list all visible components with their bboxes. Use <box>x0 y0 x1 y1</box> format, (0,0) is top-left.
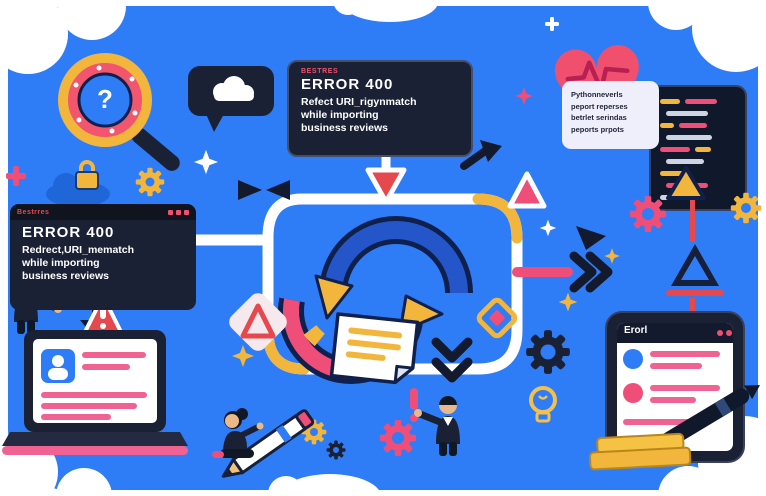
down-chevron-icon <box>431 337 473 363</box>
speech-bubble-icon <box>188 66 274 132</box>
tablet-illustration <box>588 311 761 471</box>
businessman-right-illustration <box>414 396 460 456</box>
woman-pencil-illustration <box>212 408 315 478</box>
warning-triangle-icon <box>507 171 547 209</box>
right-chevron-icon <box>569 251 597 293</box>
plus-icon <box>545 17 559 31</box>
books-icon <box>588 432 692 471</box>
exclamation-icon <box>410 388 418 422</box>
diamond-outline-icon <box>476 297 518 339</box>
kite-marker-icon <box>576 226 606 250</box>
warning-triangle-icon <box>365 167 407 205</box>
laptop-illustration <box>2 330 188 455</box>
warning-markers <box>229 167 547 351</box>
cloud-lock-icon <box>46 160 110 207</box>
ne-arrow-icon <box>460 145 492 170</box>
up-triangle-icon <box>681 256 709 280</box>
up-arrow-icon <box>666 166 706 200</box>
down-chevron-icon <box>431 357 473 383</box>
pencil-icon <box>221 409 315 478</box>
gears-decoration <box>135 167 762 460</box>
sparkle-decorations <box>6 17 620 367</box>
warning-triangle-icon <box>240 303 276 339</box>
paper-document-icon <box>329 312 420 385</box>
right-flow-column <box>666 166 724 314</box>
magnifier-icon <box>58 53 180 171</box>
bowtie-marker-icon <box>238 180 262 200</box>
bowtie-marker-icon <box>266 180 290 200</box>
diamond-dot-icon <box>489 310 505 326</box>
right-chevron-icon <box>585 251 613 293</box>
lightbulb-icon <box>529 386 557 423</box>
plus-icon <box>6 166 26 186</box>
ne-arrow-icon <box>480 140 502 162</box>
